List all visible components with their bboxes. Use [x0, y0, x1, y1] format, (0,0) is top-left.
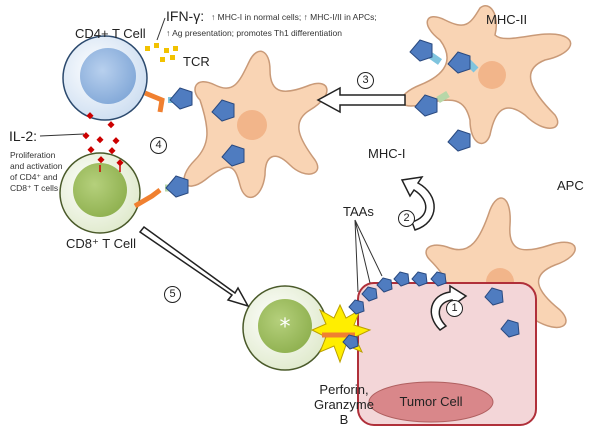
il2-title: IL-2: [9, 128, 38, 144]
tcr-mhc-complexes [133, 39, 479, 209]
il2-pointer [39, 133, 85, 137]
step-1-badge: 1 [446, 300, 463, 317]
step-4-badge: 4 [150, 137, 167, 154]
mhc1-label: MHC-I [368, 146, 406, 161]
ifn-gamma-molecules [145, 43, 178, 62]
taa-pointer-lines [354, 219, 383, 293]
tumor-cell [357, 282, 537, 426]
perforin-line-1: Perforin, [319, 382, 369, 397]
apc-label: APC [557, 178, 584, 193]
ifn-title: IFN-γ: [166, 8, 205, 24]
il2-desc-1: Proliferation [10, 150, 56, 160]
step-3-badge: 3 [357, 72, 374, 89]
il2-desc-4: CD8⁺ T cells [10, 183, 59, 193]
ifn-pointer [156, 17, 166, 41]
ifn-line-2: ↑ Ag presentation; promotes Th1 differen… [166, 28, 342, 38]
perforin-label: Perforin, Granzyme B [314, 382, 374, 427]
taas-label: TAAs [343, 204, 374, 219]
cd8-t-cell [59, 152, 141, 234]
il-2-molecules [82, 112, 124, 172]
step-5-badge: 5 [164, 286, 181, 303]
arrow-step-3 [316, 86, 406, 114]
cd4-label: CD4+ T Cell [75, 26, 146, 41]
cd8-label: CD8⁺ T Cell [66, 236, 136, 251]
cd4-t-cell [62, 35, 148, 121]
ifn-line-1: ↑ MHC-I in normal cells; ↑ MHC-I/II in A… [211, 12, 377, 22]
taa-antigens [342, 271, 520, 350]
il2-desc-3: of CD4⁺ and [10, 172, 58, 182]
asterisk-icon: * [280, 315, 291, 340]
tcr-label: TCR [183, 54, 210, 69]
arrow-step-5 [138, 225, 250, 308]
perforin-line-2: Granzyme [314, 397, 374, 412]
step-2-badge: 2 [398, 210, 415, 227]
mhc2-label: MHC-II [486, 12, 528, 27]
arrow-step-2 [400, 176, 435, 231]
il2-desc-2: and activation [10, 161, 63, 171]
perforin-line-3: B [339, 412, 349, 427]
apc-middle [183, 50, 328, 198]
activated-cd8-cell: * [242, 285, 328, 371]
tumor-cell-label: Tumor Cell [399, 394, 463, 409]
